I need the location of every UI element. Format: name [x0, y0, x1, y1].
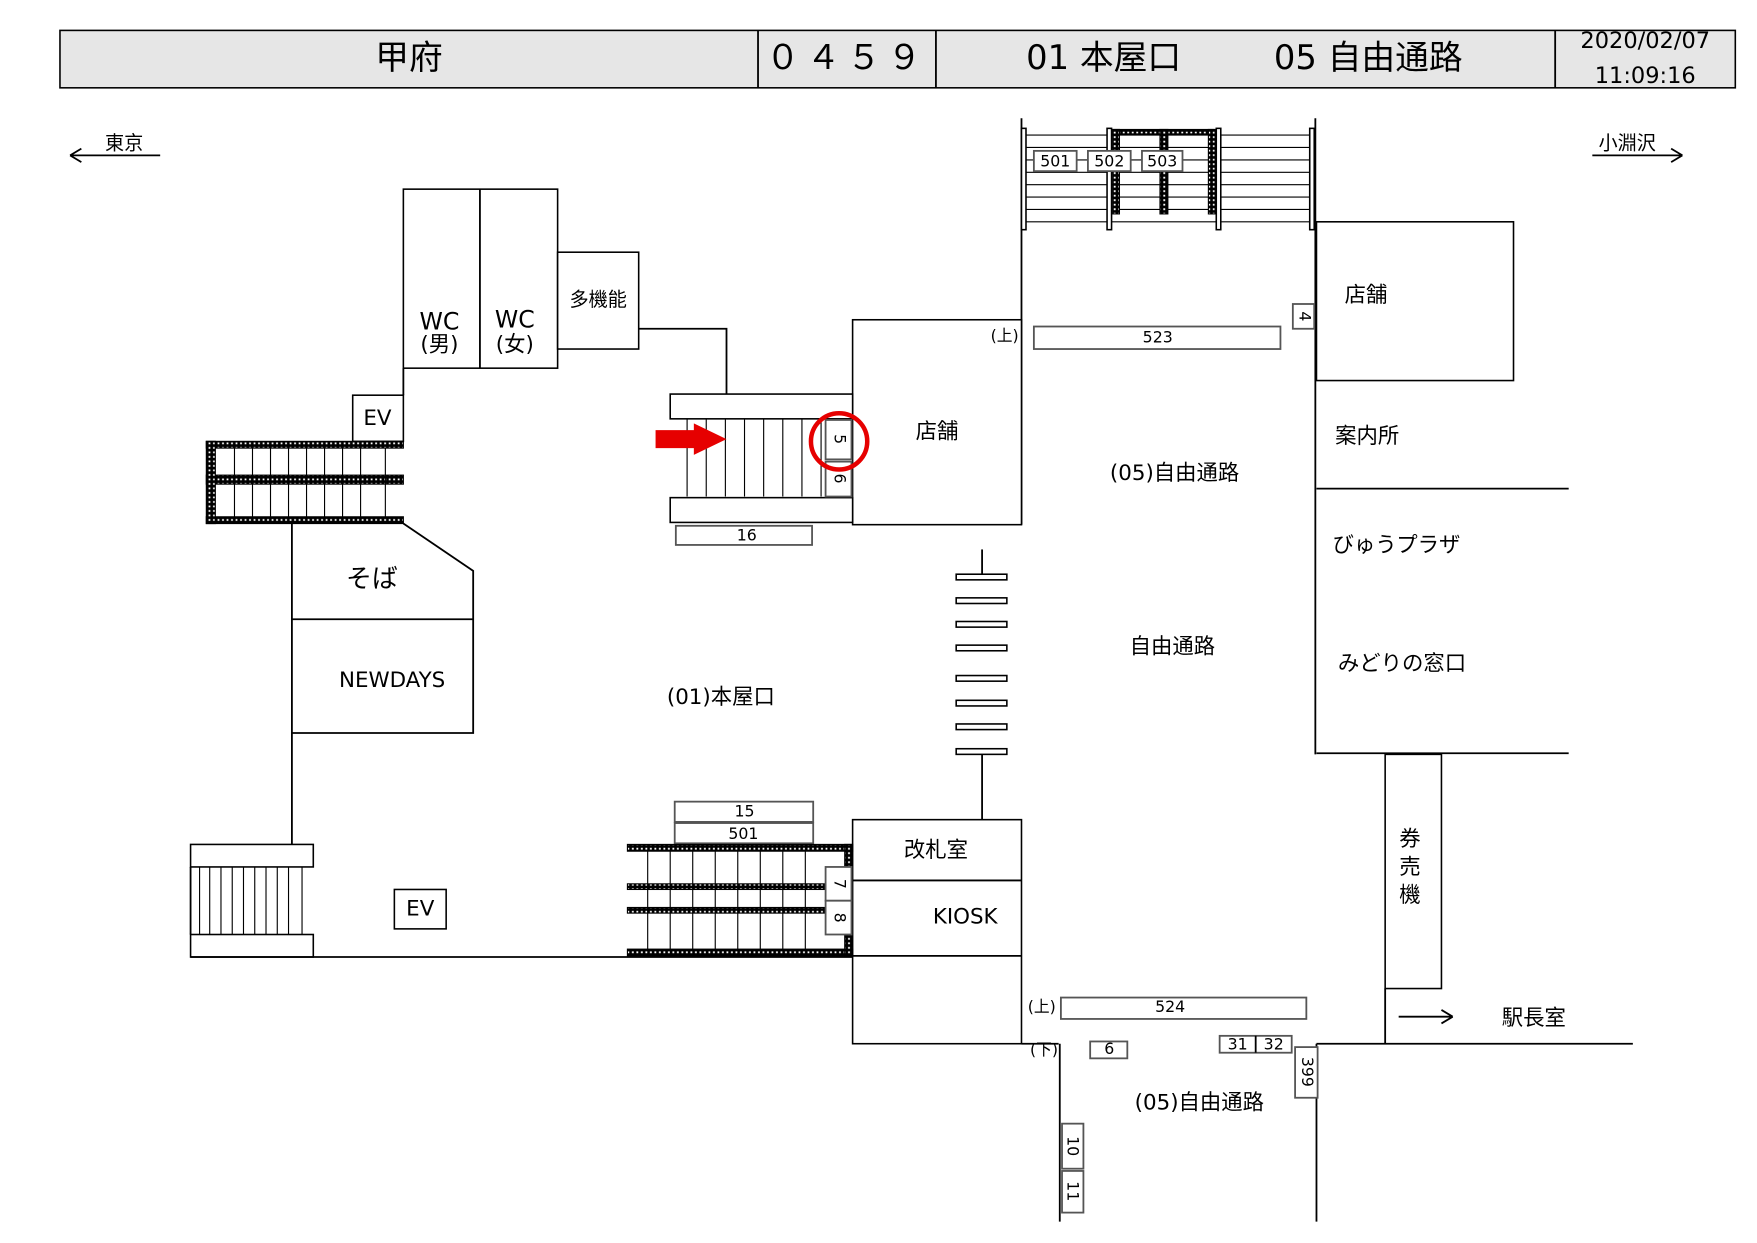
number-6: 6	[831, 473, 850, 483]
ticket-machine-char: 売	[1399, 855, 1420, 880]
direction-kobuchizawa: 小淵沢	[1592, 132, 1683, 163]
info-center-label: 案内所	[1335, 424, 1399, 449]
ticket-office-block	[851, 818, 1023, 1045]
ticket-gates	[955, 549, 1008, 820]
number-10: 10	[1064, 1136, 1083, 1156]
wc-women-label: WC	[495, 305, 535, 333]
number-11: 11	[1064, 1181, 1083, 1201]
down-label: (下)	[1030, 1040, 1058, 1059]
number-4: 4	[1296, 311, 1315, 321]
number-32: 32	[1264, 1034, 1284, 1053]
highlight-circle	[808, 410, 870, 472]
number-6-lower: 6	[1104, 1039, 1114, 1058]
header-bar: 甲府 ０４５９ 01 本屋口 05 自由通路 2020/02/07 11:09:…	[59, 28, 1737, 89]
station-name: 甲府	[375, 38, 443, 77]
number-8: 8	[831, 913, 850, 923]
ticket-machines	[1384, 753, 1443, 990]
escalator-lower: 15 501 7 8	[626, 800, 854, 957]
arrow-right-icon	[1592, 147, 1683, 163]
up-label: (上)	[991, 326, 1019, 345]
direction-tokyo: 東京	[69, 132, 161, 163]
stair-number-503: 503	[1147, 152, 1177, 171]
ticket-machine-char: 機	[1399, 883, 1420, 908]
number-5: 5	[831, 434, 850, 444]
newdays-label: NEWDAYS	[339, 668, 445, 693]
wc-women-sub: (女)	[496, 333, 534, 358]
number-16: 16	[737, 525, 757, 544]
stair-number-502: 502	[1094, 152, 1124, 171]
view-plaza-label: びゅうプラザ	[1333, 533, 1461, 558]
number-31: 31	[1228, 1034, 1248, 1053]
soba-label: そば	[346, 564, 398, 594]
exit-05-title: 05 自由通路	[1274, 38, 1463, 77]
free-passage-label: 自由通路	[1130, 634, 1216, 659]
exit-01-label: (01)本屋口	[667, 685, 775, 710]
direction-right-label: 小淵沢	[1599, 132, 1656, 155]
up-label: (上)	[1028, 997, 1056, 1016]
station-code: ０４５９	[766, 38, 928, 77]
red-arrow-icon	[655, 423, 727, 455]
ticket-machine-char: 券	[1399, 827, 1420, 852]
elevator-upper	[351, 394, 405, 443]
arrow-left-icon	[69, 147, 161, 163]
wc-men-sub: (男)	[420, 333, 458, 358]
exit-01-title: 01 本屋口	[1026, 38, 1181, 77]
shop-right	[1315, 221, 1515, 382]
stairs-center: 5 6 16	[669, 393, 854, 546]
shop-center-label: 店舗	[916, 419, 959, 444]
number-7: 7	[831, 879, 850, 889]
number-15: 15	[734, 801, 754, 820]
number-501-lower: 501	[728, 824, 758, 843]
stairs-lower-left	[189, 843, 315, 958]
stair-number-501: 501	[1040, 152, 1070, 171]
shop-right-label: 店舗	[1345, 283, 1388, 308]
ticket-office-label: 改札室	[904, 838, 968, 863]
kiosk-label: KIOSK	[933, 905, 999, 930]
multipurpose-toilet	[556, 251, 640, 350]
multipurpose-toilet-label: 多機能	[569, 288, 626, 311]
shop-center	[851, 318, 1023, 526]
date-text: 2020/02/07	[1580, 28, 1710, 54]
elevator-lower	[393, 888, 447, 930]
number-524: 524	[1155, 997, 1185, 1016]
arrow-right-icon	[1398, 1009, 1454, 1025]
elevator-upper-label: EV	[363, 406, 392, 431]
number-399: 399	[1298, 1057, 1317, 1087]
elevator-lower-label: EV	[406, 897, 435, 922]
number-523: 523	[1143, 327, 1173, 346]
free-passage-05-lower-label: (05)自由通路	[1135, 1090, 1264, 1115]
wc-men-label: WC	[419, 308, 459, 336]
time-text: 11:09:16	[1595, 63, 1696, 89]
escalator-upper-left	[205, 440, 404, 525]
free-passage-05-label: (05)自由通路	[1110, 461, 1239, 486]
direction-left-label: 東京	[105, 132, 143, 155]
midori-window-label: みどりの窓口	[1338, 651, 1466, 676]
station-master-label: 駅長室	[1502, 1006, 1566, 1031]
